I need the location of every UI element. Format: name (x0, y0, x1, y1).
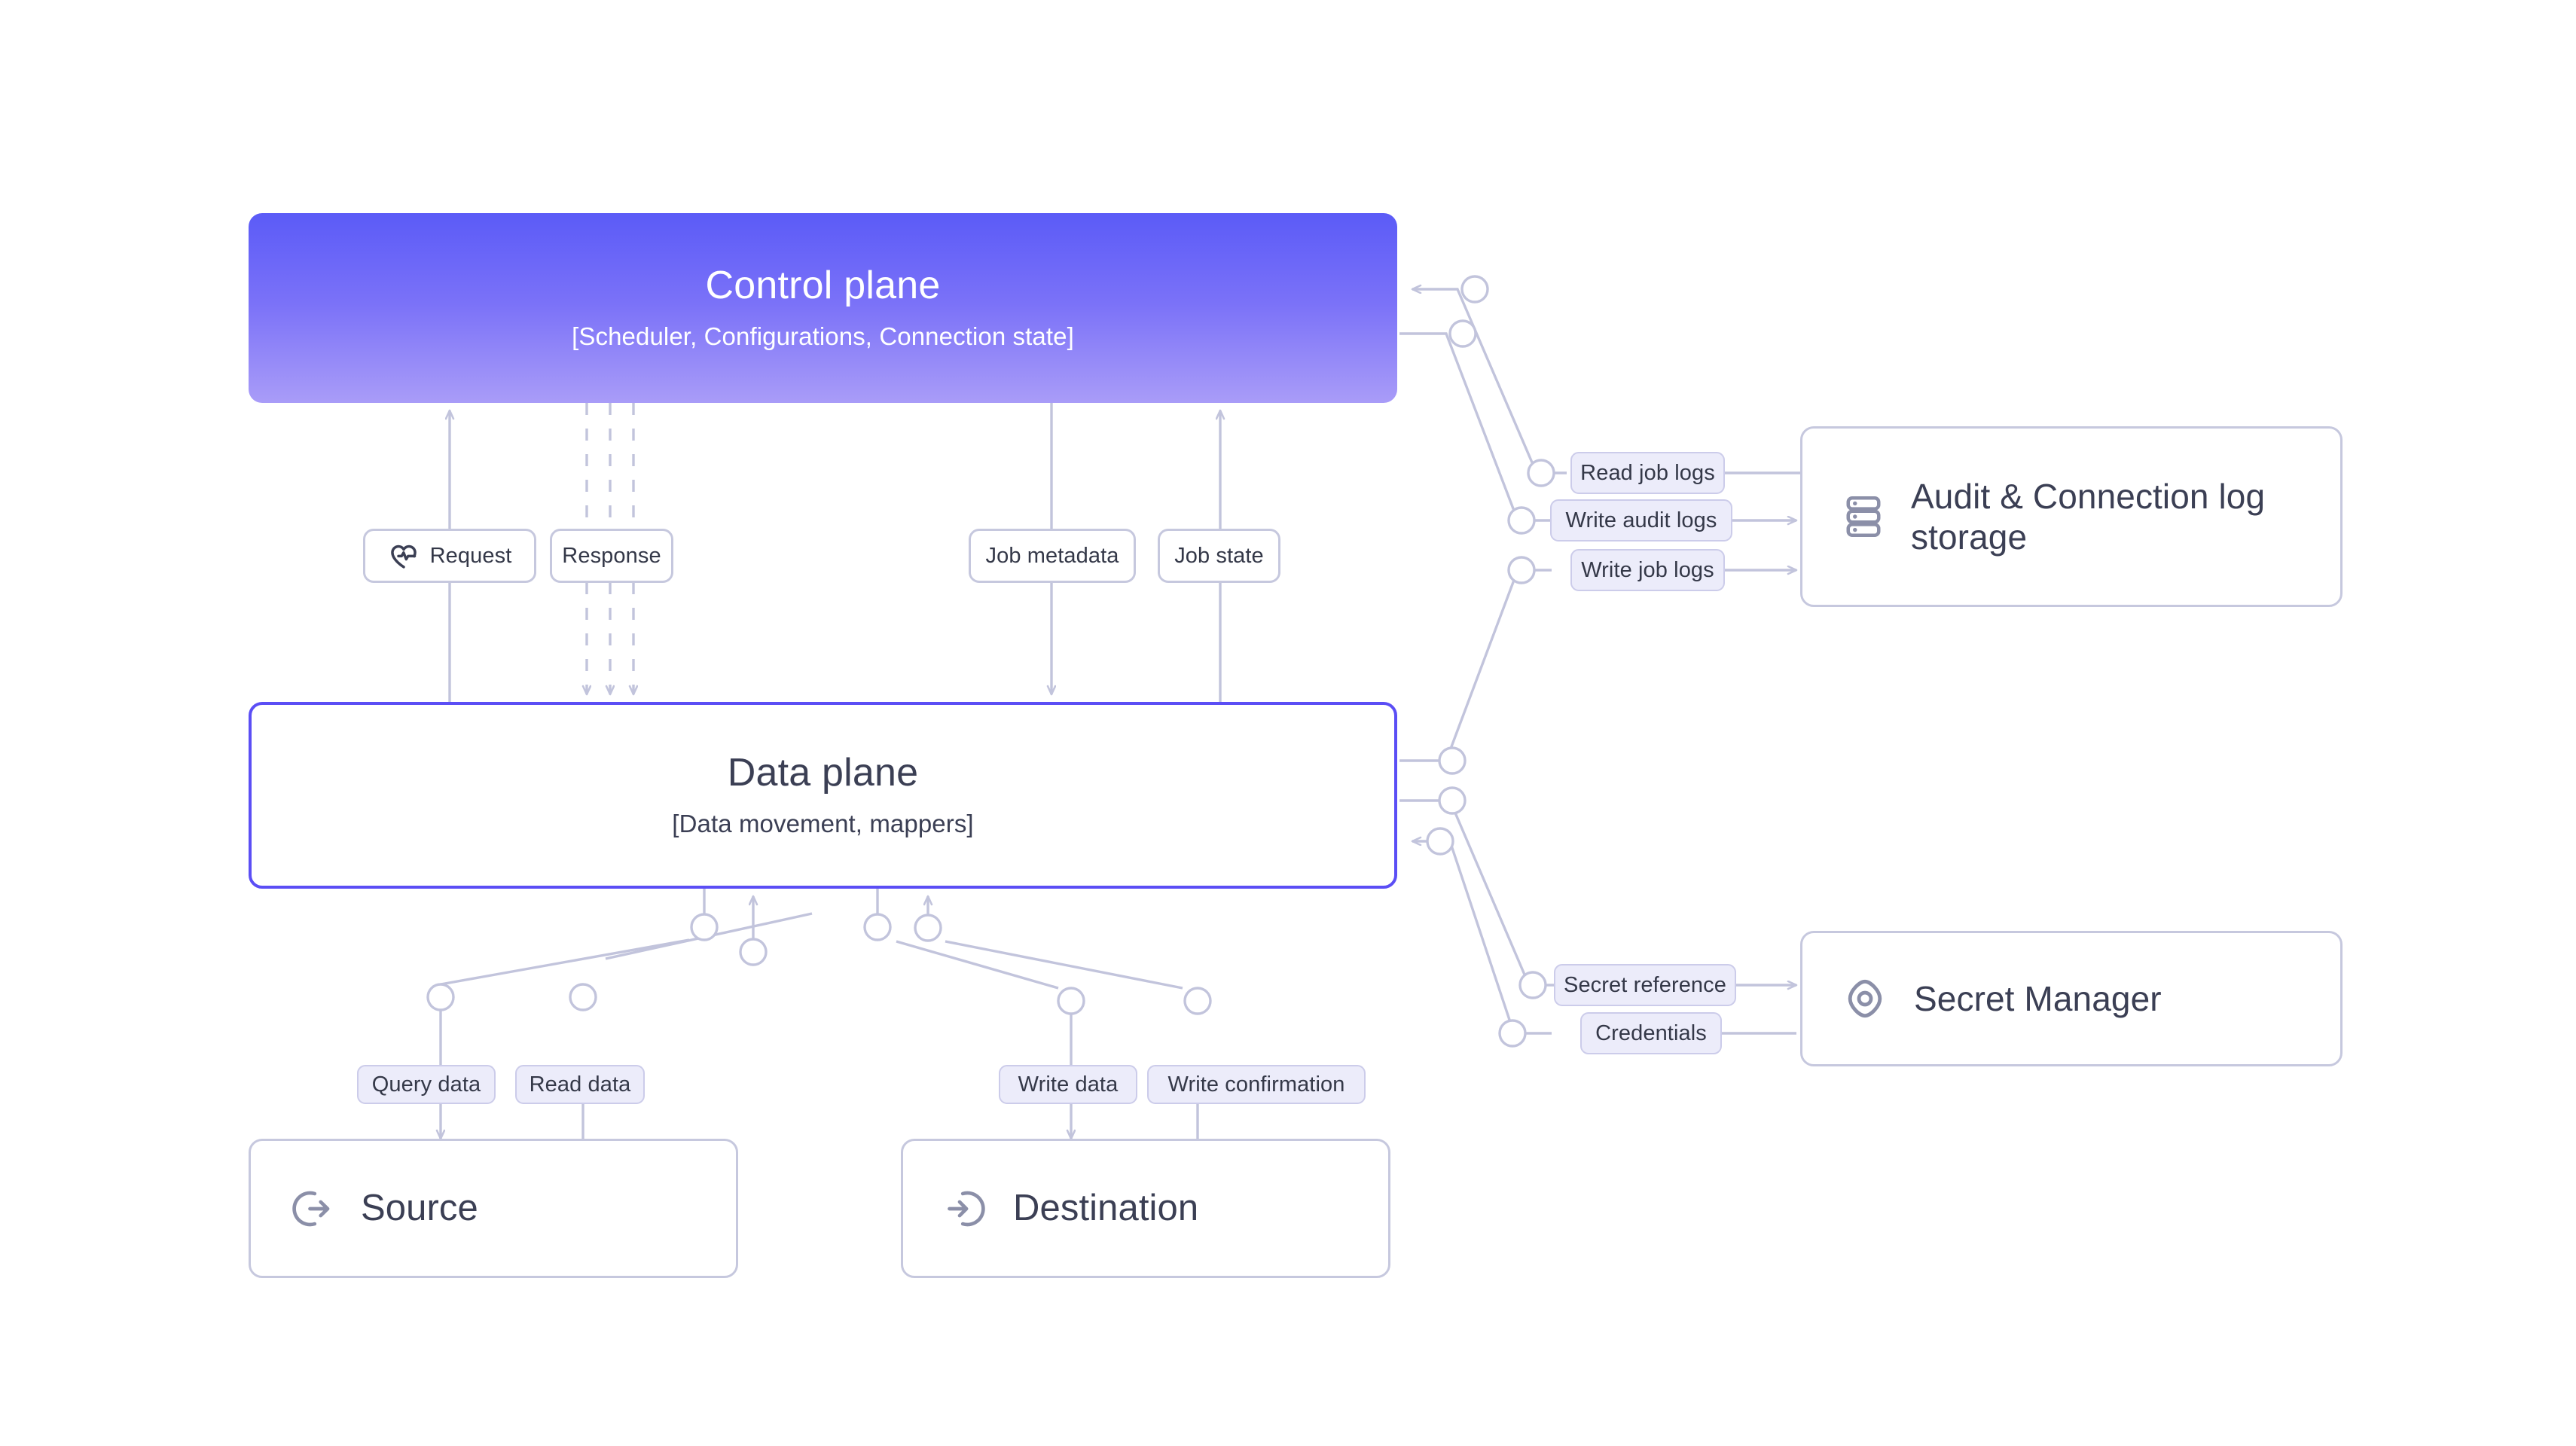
destination-node[interactable]: Destination (901, 1139, 1390, 1278)
edge-label-write-audit-logs-text: Write audit logs (1565, 508, 1717, 532)
edge-label-job-state[interactable]: Job state (1158, 529, 1280, 583)
edge-label-secret-reference-text: Secret reference (1564, 972, 1726, 997)
edge-label-write-job-logs[interactable]: Write job logs (1570, 549, 1725, 591)
edge-label-request[interactable]: Request (363, 529, 536, 583)
edge-label-credentials[interactable]: Credentials (1580, 1012, 1722, 1054)
edge-label-read-data-text: Read data (529, 1072, 631, 1097)
server-stack-icon (1846, 496, 1881, 538)
dot-read-data (569, 983, 597, 1011)
dot-write-audit-cp (1448, 319, 1477, 348)
source-title: Source (361, 1187, 478, 1228)
log-out-circle-icon (292, 1191, 330, 1226)
dot-secret-reference (1518, 971, 1547, 999)
control-plane-subtitle: [Scheduler, Configurations, Connection s… (572, 322, 1074, 351)
dot-query-data (426, 983, 455, 1011)
edge-label-read-job-logs[interactable]: Read job logs (1570, 452, 1725, 494)
edge-label-secret-reference[interactable]: Secret reference (1554, 964, 1736, 1006)
edge-label-job-metadata-text: Job metadata (985, 543, 1119, 568)
wire-query-data-b (440, 938, 690, 986)
wire-credentials-b (1412, 841, 1552, 1035)
dot-read-branch (739, 938, 768, 966)
source-node[interactable]: Source (249, 1139, 738, 1278)
connector-dots (426, 275, 1555, 1048)
wire-write-data-b (896, 940, 1059, 990)
edge-label-write-confirmation[interactable]: Write confirmation (1147, 1065, 1366, 1104)
dot-secret-ref-dp (1438, 786, 1467, 815)
edge-label-read-job-logs-text: Read job logs (1580, 460, 1715, 485)
secret-manager-node[interactable]: Secret Manager (1800, 931, 2343, 1066)
edge-label-query-data-text: Query data (371, 1072, 481, 1097)
dot-read-job-logs-cp (1460, 275, 1489, 304)
edge-label-write-data-text: Write data (1018, 1072, 1119, 1097)
destination-title: Destination (1013, 1187, 1199, 1228)
edge-label-query-data[interactable]: Query data (357, 1065, 496, 1104)
dot-read-job-logs (1527, 459, 1555, 487)
dot-confirm-branch (914, 914, 942, 942)
dot-credentials (1498, 1019, 1527, 1048)
edge-label-write-confirmation-text: Write confirmation (1167, 1072, 1345, 1097)
audit-log-storage-node[interactable]: Audit & Connection log storage (1800, 426, 2343, 607)
dot-write-audit-logs (1507, 506, 1536, 535)
wire-write-confirmation-c (945, 940, 1183, 990)
eye-target-icon (1848, 979, 1882, 1018)
log-in-circle-icon (948, 1191, 985, 1226)
dot-write-job-logs (1507, 556, 1536, 584)
edge-label-write-audit-logs[interactable]: Write audit logs (1550, 499, 1732, 541)
heart-pulse-icon (390, 545, 417, 569)
data-plane-title: Data plane (727, 750, 919, 795)
edge-label-response[interactable]: Response (550, 529, 673, 583)
data-plane-node[interactable]: Data plane [Data movement, mappers] (249, 702, 1397, 889)
dot-write-data (1057, 987, 1085, 1015)
data-plane-subtitle: [Data movement, mappers] (672, 810, 974, 838)
edge-label-write-data[interactable]: Write data (999, 1065, 1137, 1104)
wire-write-job-logs (1399, 569, 1552, 762)
edge-label-write-job-logs-text: Write job logs (1581, 557, 1714, 582)
edge-label-credentials-text: Credentials (1595, 1020, 1707, 1045)
dot-query-branch (690, 913, 719, 941)
dot-write-branch (863, 913, 892, 941)
wire-secret-reference (1399, 799, 1559, 987)
audit-log-storage-title: Audit & Connection log storage (1911, 476, 2266, 557)
edge-label-read-data[interactable]: Read data (515, 1065, 645, 1104)
secret-manager-title: Secret Manager (1914, 978, 2162, 1018)
dot-write-confirm (1183, 987, 1212, 1015)
dot-write-job-logs-dp (1438, 746, 1467, 775)
edge-label-job-metadata[interactable]: Job metadata (969, 529, 1136, 583)
edge-label-job-state-text: Job state (1174, 543, 1264, 568)
control-plane-title: Control plane (705, 263, 941, 307)
dot-credentials-dp (1426, 827, 1454, 856)
control-plane-node[interactable]: Control plane [Scheduler, Configurations… (249, 213, 1397, 403)
edge-label-request-text: Request (429, 543, 512, 568)
wire-write-audit-logs (1399, 332, 1552, 522)
edge-label-response-text: Response (562, 543, 661, 568)
